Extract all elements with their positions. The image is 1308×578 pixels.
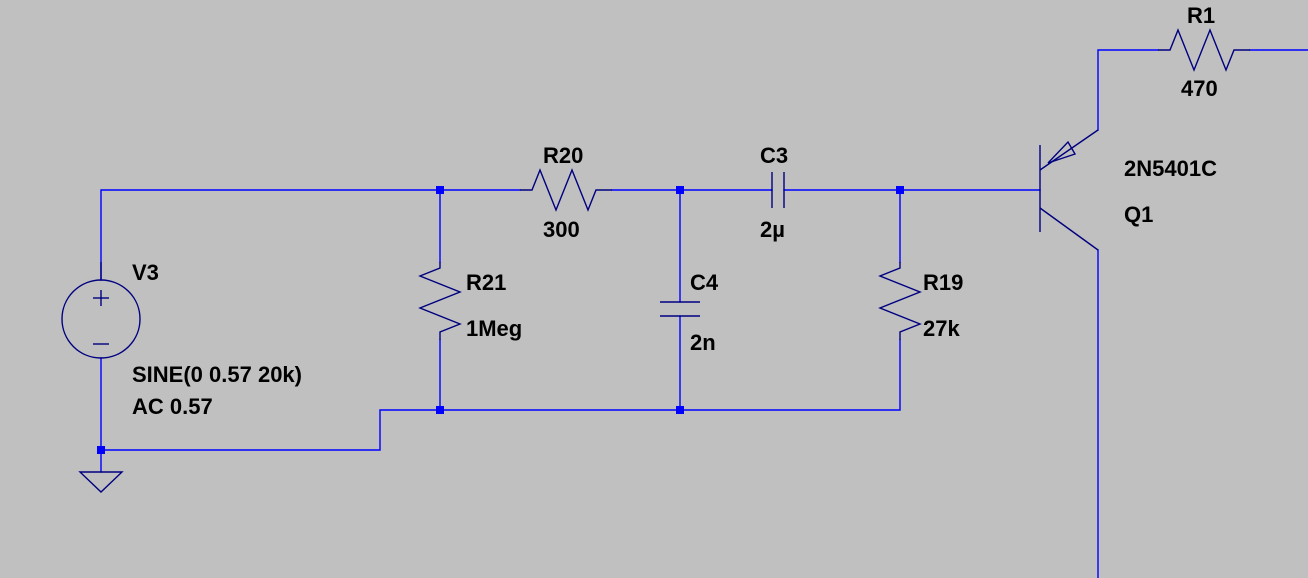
wire-emitter-r1 xyxy=(1097,49,1159,131)
voltage-source-icon[interactable] xyxy=(61,262,141,359)
junction-node xyxy=(436,406,444,414)
junction-node xyxy=(97,446,105,454)
r20-value-label: 300 xyxy=(543,217,580,242)
c4-value-label: 2n xyxy=(690,330,716,355)
r1-value-label: 470 xyxy=(1181,76,1218,101)
wire-top-input xyxy=(100,189,521,281)
wires xyxy=(100,49,1308,578)
resistor-icon[interactable] xyxy=(520,168,612,212)
r20-ref-label: R20 xyxy=(543,143,583,168)
junctions xyxy=(97,186,904,454)
r19-ref-label: R19 xyxy=(923,270,963,295)
r1-ref-label: R1 xyxy=(1187,3,1215,28)
wire-r19-bottom xyxy=(100,339,901,451)
junction-node xyxy=(676,406,684,414)
resistor-icon[interactable] xyxy=(878,262,922,340)
v3-ref-label: V3 xyxy=(132,260,159,285)
v3-ac-label: AC 0.57 xyxy=(132,394,213,419)
q1-ref-label: Q1 xyxy=(1124,202,1153,227)
v3-spec-label: SINE(0 0.57 20k) xyxy=(132,362,302,387)
junction-node xyxy=(896,186,904,194)
q1-model-label: 2N5401C xyxy=(1124,156,1217,181)
resistor-icon[interactable] xyxy=(1158,28,1250,72)
capacitor-icon[interactable] xyxy=(660,301,700,317)
c3-value-label: 2µ xyxy=(760,217,785,242)
c4-ref-label: C4 xyxy=(690,270,719,295)
ground-icon xyxy=(78,471,124,493)
c3-ref-label: C3 xyxy=(760,143,788,168)
r21-value-label: 1Meg xyxy=(466,316,522,341)
junction-node xyxy=(436,186,444,194)
junction-node xyxy=(676,186,684,194)
pnp-transistor-icon[interactable] xyxy=(1039,129,1099,251)
labels: R1 470 R20 300 C3 2µ R21 1Meg C4 2n R19 … xyxy=(132,3,1218,419)
r21-ref-label: R21 xyxy=(466,270,506,295)
resistor-icon[interactable] xyxy=(418,262,462,340)
capacitor-icon[interactable] xyxy=(771,172,785,208)
r19-value-label: 27k xyxy=(923,316,960,341)
